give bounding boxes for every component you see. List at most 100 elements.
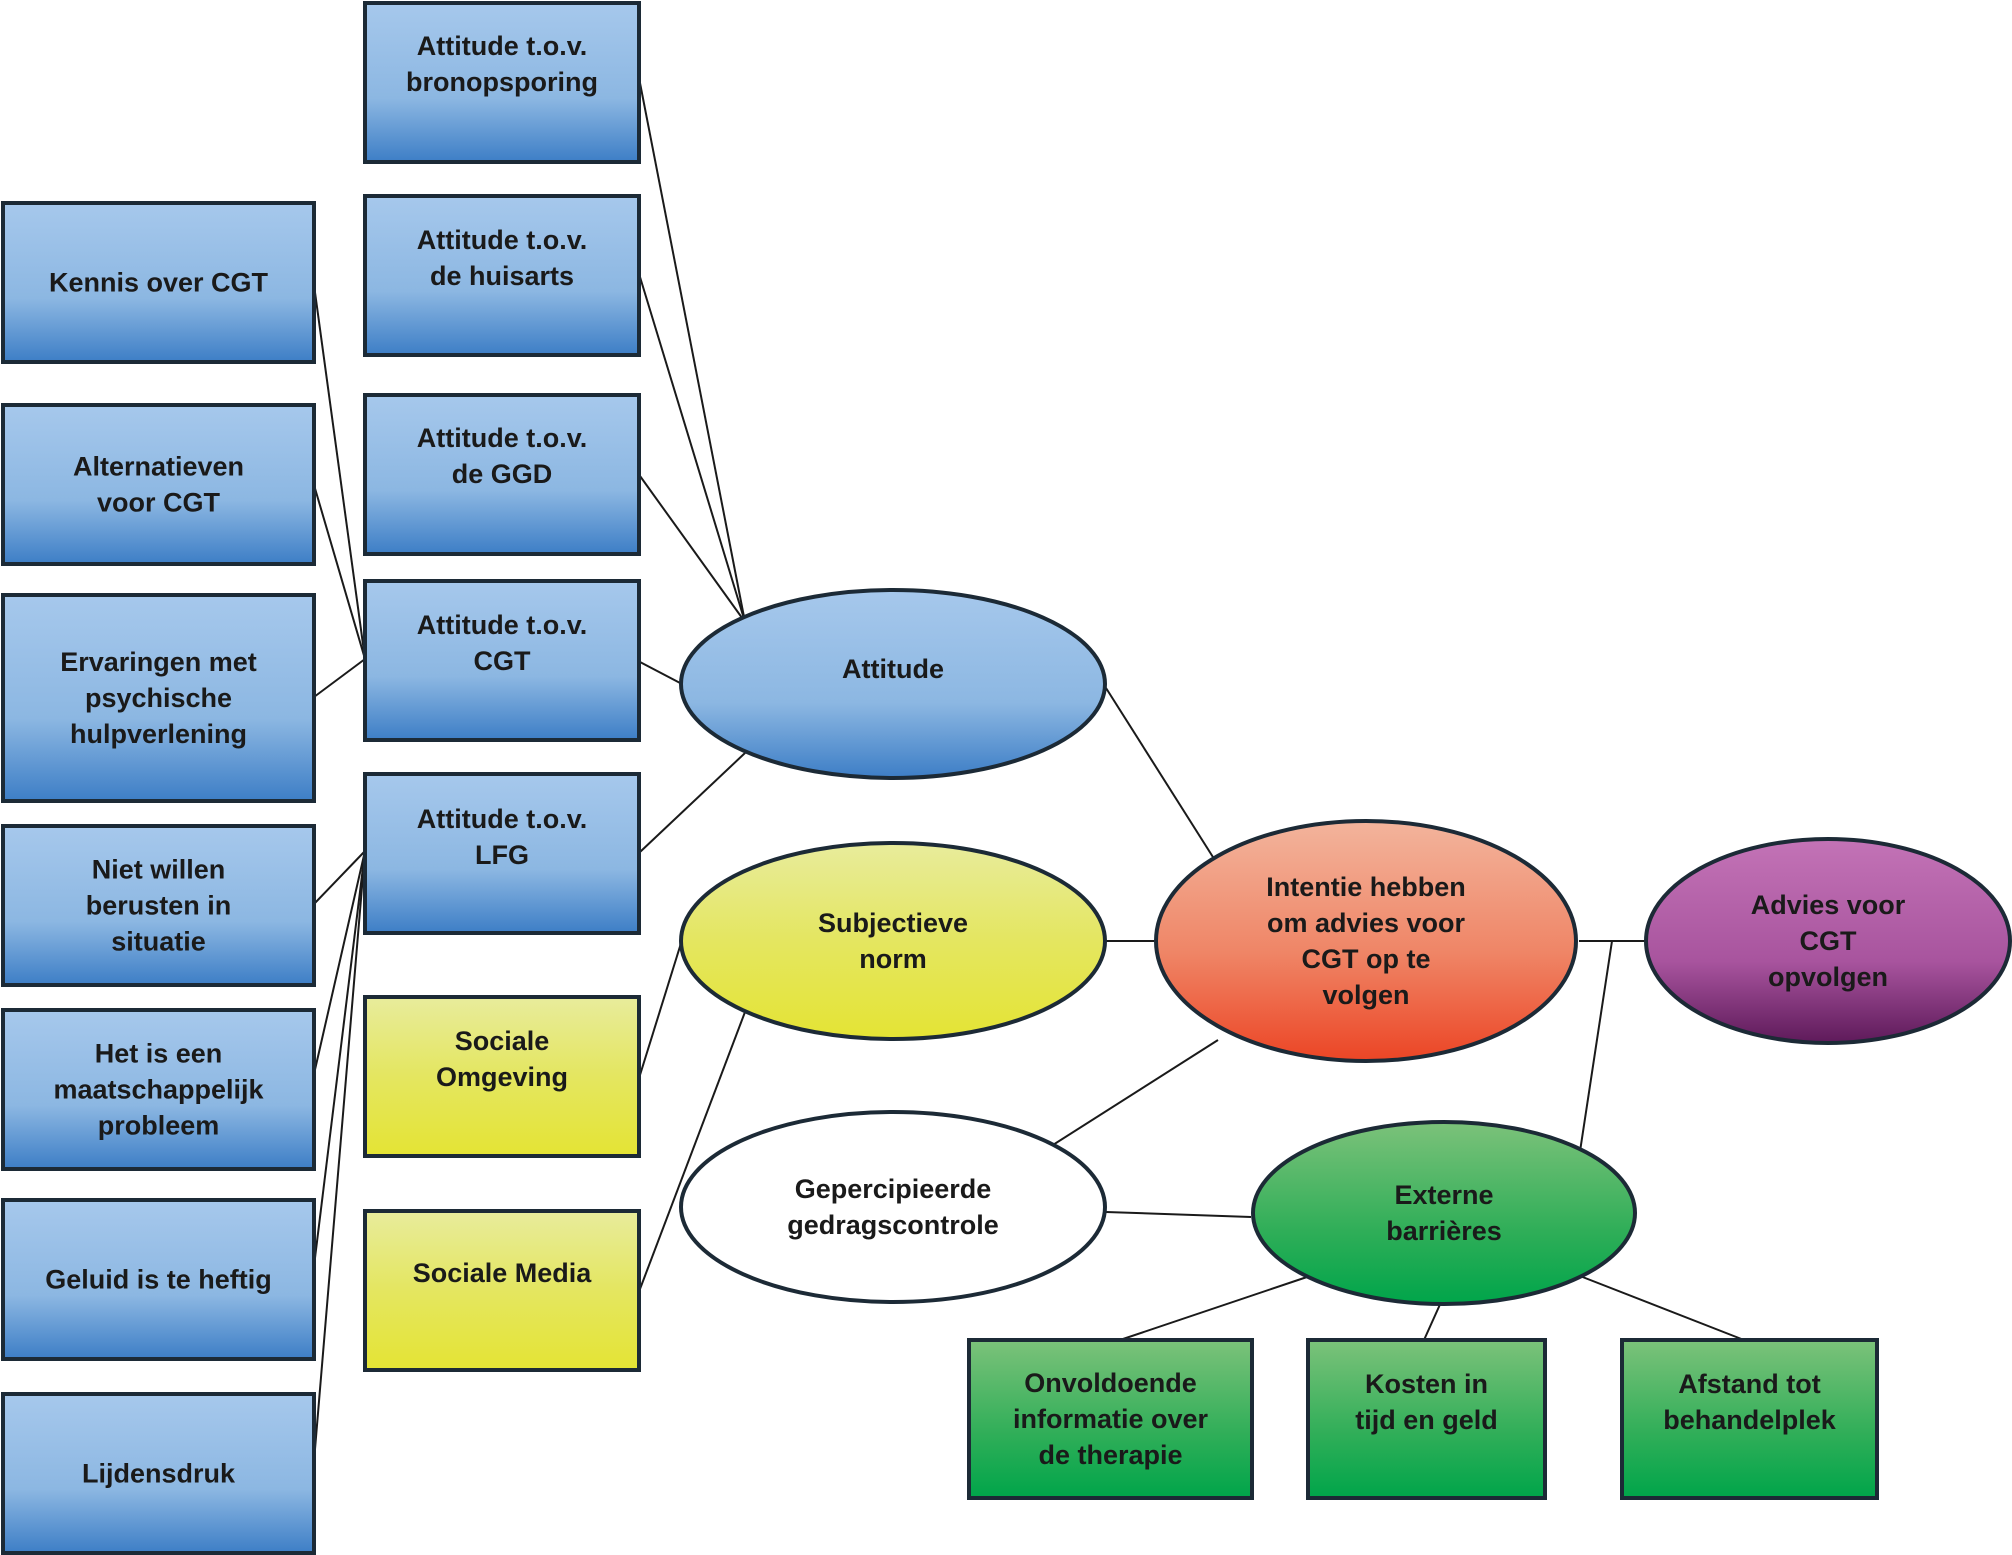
node-ervaringen-label-line: psychische [85, 683, 232, 713]
node-kennis-box [1, 201, 316, 364]
node-gedragscontrole-label-line: Gepercipieerde [795, 1174, 992, 1204]
node-maatschappelijk-label-line: maatschappelijk [53, 1075, 264, 1105]
node-berusten-box [1, 824, 316, 987]
node-alternatieven-box [1, 403, 316, 566]
node-berusten-label-line: berusten in [86, 891, 232, 921]
node-bronopsporing-box [363, 1, 641, 164]
node-geluid: Geluid is te heftig [1, 1198, 316, 1361]
node-intentie-label-line: volgen [1322, 980, 1409, 1010]
node-maatschappelijk-label-line: Het is een [95, 1039, 223, 1069]
node-ggd: Attitude t.o.v. de GGD [363, 393, 641, 556]
node-lfg: Attitude t.o.v. LFG [363, 772, 641, 935]
node-subjectieve_norm: Subjectieve norm [679, 841, 1107, 1041]
node-berusten-label-line: Niet willen [92, 855, 226, 885]
node-intentie-label-line: CGT op te [1302, 944, 1431, 974]
connector-kennis-cgt [313, 284, 366, 660]
node-lijdensdruk-box [1, 1392, 316, 1555]
node-geluid-box [1, 1198, 316, 1361]
node-cgt-label-line: Attitude t.o.v. [417, 610, 587, 640]
connector-omgeving-norm [639, 939, 683, 1076]
node-kosten-label-line: tijd en geld [1355, 1405, 1498, 1435]
node-maatschappelijk-label-line: probleem [98, 1111, 220, 1141]
node-cgt: Attitude t.o.v. CGT [363, 579, 641, 742]
node-afstand-label-line: behandelplek [1663, 1405, 1837, 1435]
node-alternatieven: Alternatieven voor CGT [1, 403, 316, 566]
node-subjectieve_norm-label-line: norm [859, 944, 927, 974]
construct-ellipses: AttitudeSubjectievenormGepercipieerdeged… [679, 588, 2012, 1306]
connector-externe-onvoldoende [1119, 1276, 1308, 1341]
node-huisarts: Attitude t.o.v. de huisarts [363, 194, 641, 357]
node-lfg-label-line: Attitude t.o.v. [417, 804, 587, 834]
node-huisarts-box [363, 194, 641, 357]
connector-maatschappelijk-lfg [313, 850, 366, 1075]
node-onvoldoende-label-line: informatie over [1013, 1404, 1209, 1434]
connector-gedragscontrole-intentie [1044, 1039, 1219, 1151]
node-gedragscontrole-ellipse [679, 1110, 1107, 1304]
node-kennis-label-line: Kennis over CGT [49, 268, 269, 298]
node-lfg-box [363, 772, 641, 935]
node-sociale_media-box [363, 1209, 641, 1372]
node-bronopsporing-label-line: bronopsporing [406, 67, 598, 97]
node-advies-label-line: opvolgen [1768, 962, 1888, 992]
connector-gedragscontrole-externe [1105, 1211, 1252, 1218]
node-lijdensdruk: Lijdensdruk [1, 1392, 316, 1555]
node-berusten: Niet willen berusten in situatie [1, 824, 316, 987]
connector-lijdensdruk-lfg [313, 850, 366, 1462]
connector-alternatieven-cgt [313, 484, 366, 660]
node-attitude-label-line: Attitude [842, 654, 944, 684]
node-huisarts-label-line: Attitude t.o.v. [417, 225, 587, 255]
connector-ggd-attitude [639, 475, 746, 623]
connector-lfg-attitude [639, 752, 746, 853]
node-onvoldoende-box [967, 1338, 1254, 1500]
node-afstand-label-line: Afstand tot [1678, 1369, 1820, 1399]
node-externe-label-line: Externe [1394, 1180, 1493, 1210]
node-cgt-box [363, 579, 641, 742]
node-ervaringen-box [1, 593, 316, 803]
left-column: Kennis over CGT Alternatieven voor CGT Erva… [1, 201, 316, 1555]
node-sociale_media: Sociale Media [363, 1209, 641, 1372]
node-kosten-label-line: Kosten in [1365, 1369, 1488, 1399]
connector-ervaringen-cgt [313, 658, 366, 698]
node-kosten-box [1306, 1338, 1547, 1500]
node-sociale_omgeving-label-line: Omgeving [436, 1062, 568, 1092]
connector-externe-afstand [1579, 1275, 1745, 1341]
connector-externe-advies [1578, 940, 1613, 1159]
connector-externe-kosten [1423, 1299, 1443, 1341]
node-advies-label-line: CGT [1800, 926, 1858, 956]
connector-attitude-intentie [1105, 687, 1219, 866]
node-attitude-ellipse [679, 588, 1107, 780]
connector-bronopsporing-attitude [639, 82, 746, 623]
node-geluid-label-line: Geluid is te heftig [45, 1265, 272, 1295]
node-ggd-box [363, 393, 641, 556]
node-afstand-box [1620, 1338, 1879, 1500]
connector-huisarts-attitude [639, 276, 746, 623]
node-kosten: Kosten in tijd en geld [1306, 1338, 1547, 1500]
node-berusten-label-line: situatie [111, 927, 206, 957]
node-kennis: Kennis over CGT [1, 201, 316, 364]
connector-cgt-attitude [639, 661, 683, 685]
node-sociale_media-label-line: Sociale Media [413, 1258, 593, 1288]
node-ggd-label-line: de GGD [452, 459, 553, 489]
node-cgt-label-line: CGT [474, 646, 532, 676]
node-alternatieven-label-line: voor CGT [97, 488, 221, 518]
node-ggd-label-line: Attitude t.o.v. [417, 423, 587, 453]
node-lfg-label-line: LFG [475, 840, 529, 870]
node-alternatieven-label-line: Alternatieven [73, 452, 244, 482]
node-onvoldoende-label-line: de therapie [1038, 1440, 1182, 1470]
node-externe-label-line: barrières [1386, 1216, 1502, 1246]
node-externe-ellipse [1251, 1120, 1637, 1306]
connector-geluid-lfg [313, 850, 366, 1267]
connector-media-norm [639, 1011, 746, 1290]
node-sociale_omgeving-label-line: Sociale [455, 1026, 550, 1056]
connector-berusten-lfg [313, 850, 366, 905]
node-advies-ellipse [1644, 837, 2012, 1045]
connector-lines [313, 82, 1745, 1462]
node-huisarts-label-line: de huisarts [430, 261, 574, 291]
node-ervaringen-label-line: Ervaringen met [60, 647, 257, 677]
node-subjectieve_norm-label-line: Subjectieve [818, 908, 968, 938]
node-advies-label-line: Advies voor [1751, 890, 1906, 920]
